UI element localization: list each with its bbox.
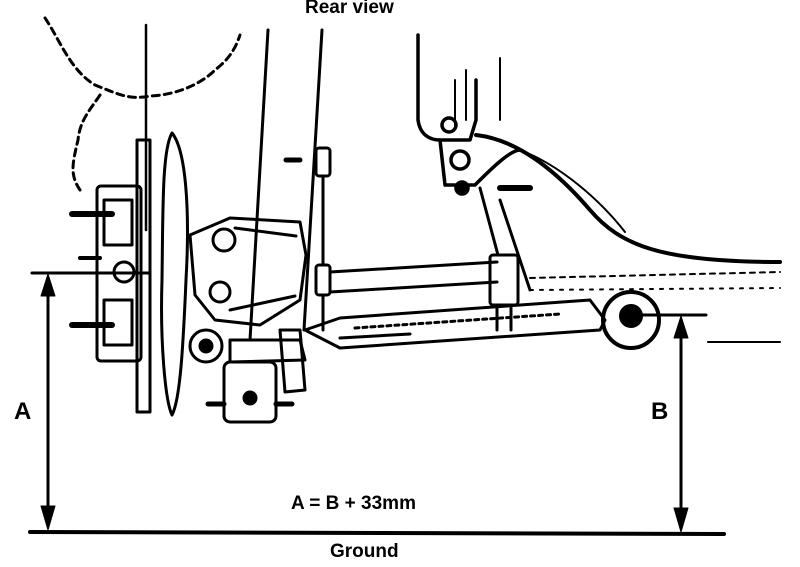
wheel-hub xyxy=(69,184,143,363)
lower-ball-joint xyxy=(188,328,307,364)
diagram-title: Rear view xyxy=(305,0,394,18)
lower-control-arm xyxy=(303,298,607,350)
dimension-arrow-a xyxy=(40,273,56,531)
dimension-label-a: A xyxy=(14,398,32,425)
chassis-body xyxy=(416,33,782,291)
brake-disc xyxy=(135,131,189,417)
tire-outline xyxy=(43,16,242,192)
strut-rod-left xyxy=(248,28,270,342)
formula-label: A = B + 33mm xyxy=(291,493,416,514)
brake-caliper xyxy=(205,328,307,424)
strut-rod-right xyxy=(302,28,324,332)
pivot-bushing xyxy=(601,290,661,350)
steering-knuckle xyxy=(188,216,308,327)
upper-control-arm xyxy=(328,260,499,294)
ground-label: Ground xyxy=(330,541,399,562)
subframe-bracket xyxy=(478,186,532,332)
dimension-label-b: B xyxy=(651,398,669,425)
dimension-arrow-b xyxy=(673,315,689,533)
ground-line xyxy=(28,530,726,536)
